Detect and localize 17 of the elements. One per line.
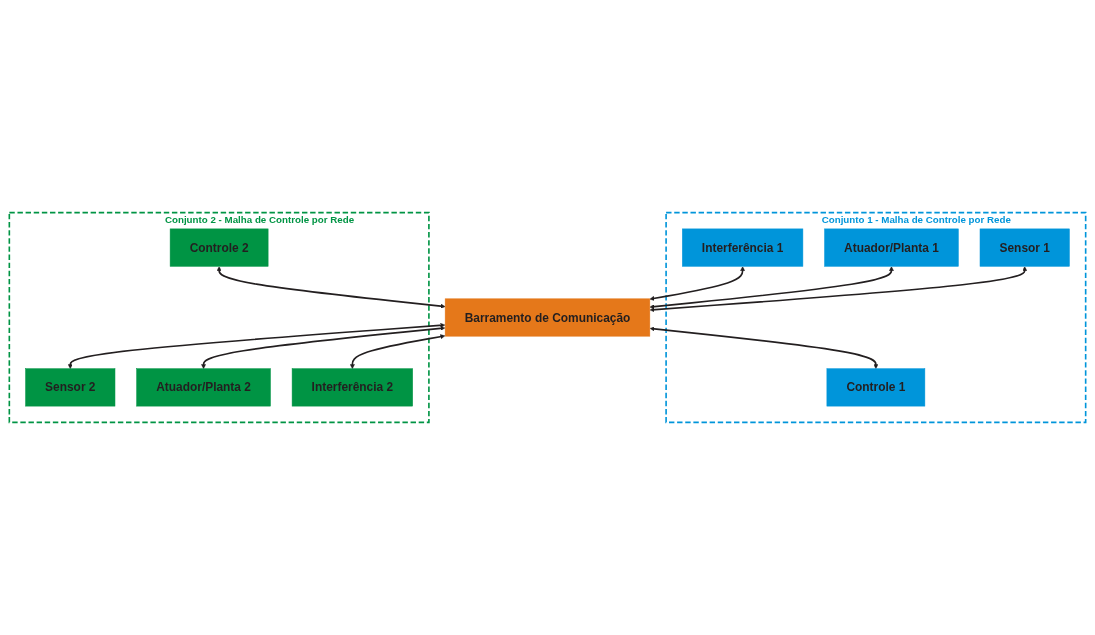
arrow — [67, 322, 446, 369]
node-box: Controle 2 — [169, 228, 269, 267]
node-box: Barramento de Comunicação — [444, 298, 651, 337]
arrow — [350, 334, 446, 369]
arrow — [649, 266, 745, 301]
node-box: Controle 1 — [826, 368, 926, 407]
node-box: Interferência 2 — [291, 368, 413, 407]
node-box: Atuador/Planta 1 — [824, 228, 959, 267]
node-box: Sensor 1 — [979, 228, 1070, 267]
arrow — [201, 326, 446, 369]
arrow — [649, 266, 894, 310]
arrow — [649, 326, 879, 369]
node-box: Sensor 2 — [25, 368, 116, 407]
node-box: Interferência 1 — [682, 228, 804, 267]
arrow — [649, 266, 1028, 313]
arrow — [216, 266, 446, 309]
node-box: Atuador/Planta 2 — [136, 368, 271, 407]
